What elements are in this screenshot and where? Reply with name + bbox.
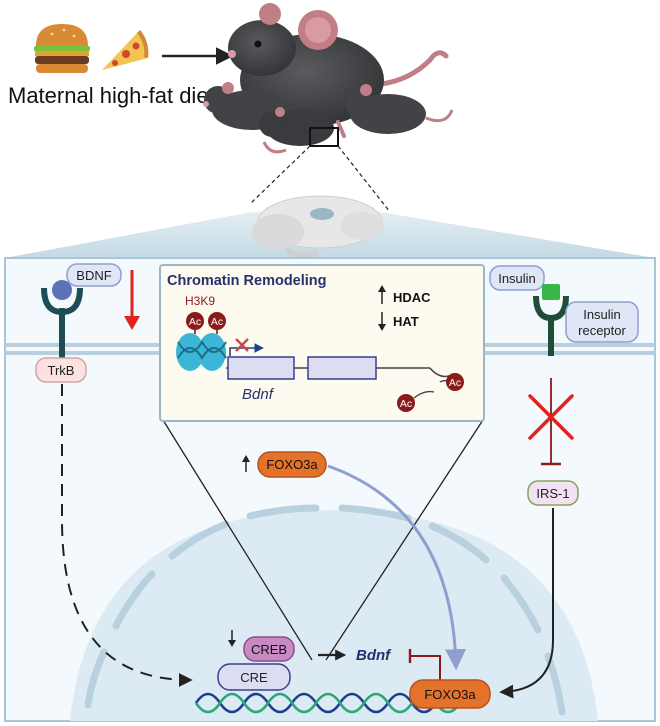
inhibition-x-icon	[528, 394, 574, 440]
insulin-receptor-label-line2: receptor	[578, 323, 626, 338]
acetyl-circle	[186, 312, 204, 330]
histone-icon	[176, 333, 227, 371]
bdnf-label: BDNF	[76, 268, 111, 283]
hdac-increase-arrow-icon	[378, 285, 386, 304]
acetyl-label: Ac	[400, 398, 412, 410]
bdnf-decrease-arrow-icon	[124, 270, 140, 330]
bdnf-label-box	[66, 263, 122, 287]
trkb-label: TrkB	[48, 363, 75, 378]
chromatin-box	[159, 264, 485, 422]
foxo-inhibits-bdnf	[410, 655, 441, 684]
hat-label: HAT	[393, 314, 419, 329]
burger-icon	[34, 24, 90, 73]
irs1-label: IRS-1	[536, 486, 569, 501]
insulin-receptor-label-line1: Insulin	[583, 307, 621, 322]
insulin-signal-inhibition	[541, 378, 561, 466]
bdnf-exon-1	[227, 356, 295, 380]
chromatin-title: Chromatin Remodeling	[167, 273, 327, 289]
foxo3a-nuclear-box	[409, 679, 491, 709]
h3k9-label: H3K9	[185, 294, 215, 308]
foxo3a-cyto-label: FOXO3a	[266, 457, 318, 472]
foxo3a-cyto-box	[257, 451, 327, 478]
acetyl-circle	[397, 394, 415, 412]
nuclear-bdnf-label: Bdnf	[356, 647, 392, 664]
diet-label: Maternal high-fat diet	[8, 83, 215, 108]
hdac-label: HDAC	[393, 290, 431, 305]
bdnf-exon-2	[307, 356, 377, 380]
insulin-label: Insulin	[498, 271, 536, 286]
tss-arrow	[229, 343, 264, 356]
foxo-translocation-arrow	[327, 464, 467, 671]
chromatin-gene-label: Bdnf	[242, 386, 275, 403]
foxo3a-nuclear-label: FOXO3a	[424, 687, 476, 702]
hat-decrease-arrow-icon	[378, 312, 386, 331]
zoom-line-right	[325, 419, 484, 661]
trkb-label-box	[35, 357, 87, 383]
insulin-receptor-icon	[533, 284, 569, 356]
zoom-line-left	[162, 419, 313, 661]
acetyl-circle	[446, 373, 464, 391]
creb-decrease-arrow-icon	[228, 630, 236, 647]
insulin-label-box	[489, 265, 545, 291]
irs1-to-foxo-arrow	[499, 508, 554, 699]
acetyl-label: Ac	[189, 316, 201, 328]
zoom-dash-left	[249, 145, 311, 205]
acetyl-circle	[208, 312, 226, 330]
creb-label: CREB	[251, 642, 287, 657]
insulin-receptor-label-box	[565, 301, 639, 343]
foxo-increase-arrow-icon	[242, 455, 250, 472]
mouse-pup-icon	[203, 82, 454, 154]
cre-box	[217, 663, 291, 691]
released-acetyl-tail	[413, 390, 435, 399]
brain-icon	[252, 195, 384, 260]
brain-zoom-box	[309, 127, 339, 147]
acetyl-label: Ac	[449, 377, 461, 389]
zoom-dash-right	[337, 145, 391, 213]
pizza-slice-icon	[102, 30, 149, 70]
trkb-receptor-icon	[41, 280, 83, 362]
acetyl-label: Ac	[211, 316, 223, 328]
irs1-label-box	[527, 480, 579, 506]
transcription-block-x-icon	[235, 338, 249, 352]
cre-label: CRE	[240, 670, 268, 685]
creb-box	[243, 636, 295, 662]
